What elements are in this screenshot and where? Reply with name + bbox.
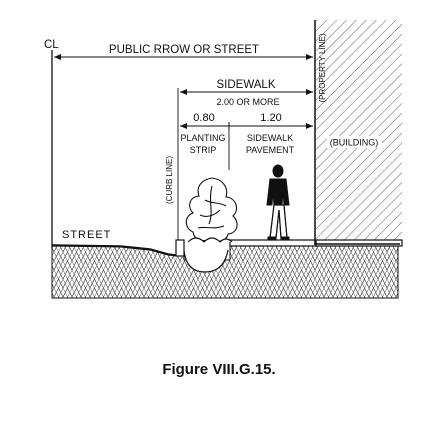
shrub-icon xyxy=(185,177,238,243)
pavement-width-value: 1.20 xyxy=(260,112,281,124)
planting-pit xyxy=(183,249,229,273)
planting-strip-label-2: STRIP xyxy=(190,145,217,155)
building-hatch xyxy=(316,20,402,244)
curb xyxy=(175,239,185,257)
street-label: STREET xyxy=(62,229,111,241)
sidewalk-slab xyxy=(229,239,317,247)
min-width-label: 2.00 OR MORE xyxy=(216,97,279,107)
public-row-label: PUBLIC RROW OR STREET xyxy=(109,44,259,56)
street-surface xyxy=(51,244,177,256)
curb-line-label: (CURB LINE) xyxy=(165,156,174,204)
pedestrian-icon xyxy=(266,164,290,241)
sidewalk-pavement-label-2: PAVEMENT xyxy=(246,145,295,155)
sidewalk-label: SIDEWALK xyxy=(216,79,275,91)
centerline-symbol: CL xyxy=(44,39,59,51)
planting-strip-label-1: PLANTING xyxy=(180,133,225,143)
sidewalk-pavement-label-1: SIDEWALK xyxy=(247,133,293,143)
property-line-label: (PROPERTY LINE) xyxy=(318,33,327,102)
building-label: (BUILDING) xyxy=(330,138,379,148)
building-label-bg xyxy=(327,136,382,148)
building-base xyxy=(315,239,403,247)
figure-caption: Figure VIII.G.15. xyxy=(162,361,276,378)
planting-width-value: 0.80 xyxy=(193,112,214,124)
